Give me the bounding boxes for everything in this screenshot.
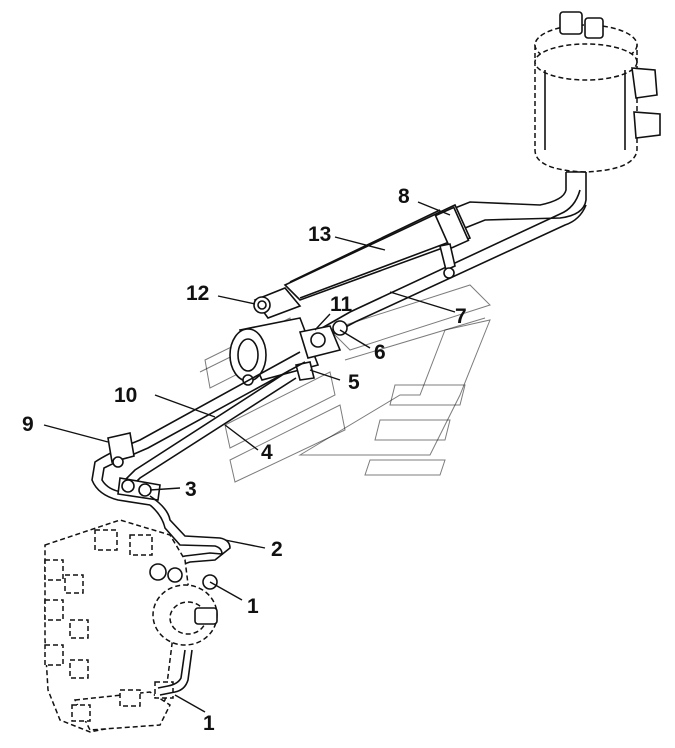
leader-lines [43,201,456,713]
callout-4: 4 [261,441,273,464]
callout-1-lower: 1 [203,712,215,735]
callout-11: 11 [330,293,353,316]
callout-9: 9 [22,413,34,436]
reservoir-outlet-pipe [454,171,587,229]
watermark-logo [199,284,491,483]
callout-3: 3 [185,478,197,501]
steering-gearbox [44,519,218,733]
callout-5: 5 [348,371,360,394]
callout-13: 13 [308,223,331,246]
callout-1-upper: 1 [247,595,259,618]
suction-hose-13 [283,203,472,301]
pipe-clamp-9 [107,432,135,468]
return-line-7 [321,189,587,339]
callout-7: 7 [455,305,467,328]
callout-8: 8 [398,185,410,208]
union-fitting-3 [117,477,161,501]
callout-10: 10 [114,384,137,407]
pipe-2 [149,495,231,569]
reservoir-tank [534,11,661,173]
callout-6: 6 [374,341,386,364]
callout-2: 2 [271,538,283,561]
callout-12: 12 [186,282,209,305]
filter-housing [229,287,348,386]
